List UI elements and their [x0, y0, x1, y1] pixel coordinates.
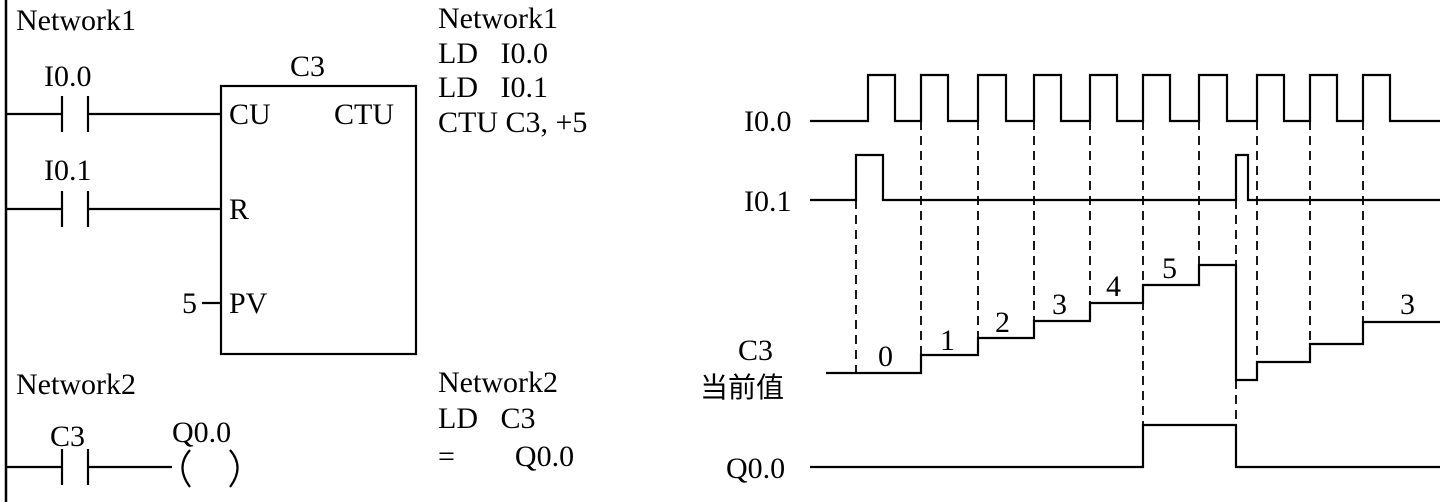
stl-line: LD I0.0	[438, 37, 548, 70]
counter-value-label: 0	[878, 340, 893, 373]
counter-value-label: 4	[1106, 270, 1121, 303]
counter-value-label: 1	[940, 324, 955, 357]
signal-i00-label: I0.0	[744, 105, 792, 138]
coil-q00-label: Q0.0	[172, 416, 231, 449]
signal-c3-label: C3	[738, 334, 773, 367]
pv-value-label: 5	[182, 287, 197, 320]
contact-i00-label: I0.0	[44, 60, 92, 93]
signal-i01-label: I0.1	[744, 185, 792, 218]
ladder-network2-title: Network2	[16, 368, 136, 401]
counter-name-label: C3	[290, 50, 325, 83]
contact-c3	[6, 449, 172, 485]
signal-q00-label: Q0.0	[726, 452, 785, 485]
coil-q00	[181, 449, 239, 488]
ladder-diagram: Network1 I0.0 I0.1 C3 CU CTU R PV 5 Netw…	[4, 0, 418, 502]
counter-value-label: 3	[1052, 288, 1067, 321]
waveform-c3-current-value	[826, 263, 1440, 382]
ctu-counter-box	[219, 84, 418, 356]
stl-line: LD C3	[438, 402, 536, 435]
contact-i01	[6, 191, 221, 227]
ladder-network1-title: Network1	[16, 4, 136, 37]
waveform-q00	[810, 423, 1440, 469]
contact-c3-label: C3	[50, 420, 85, 453]
signal-c3-current-value-label: 当前值	[700, 371, 784, 404]
contact-i01-label: I0.1	[44, 154, 92, 187]
stl-network1-title: Network1	[438, 2, 558, 35]
stl-network2-title: Network2	[438, 366, 558, 399]
waveform-i00	[810, 73, 1440, 123]
counter-type-label: CTU	[334, 98, 394, 131]
pin-r-label: R	[229, 193, 249, 226]
stl-line: LD I0.1	[438, 71, 548, 104]
stl-line: = Q0.0	[438, 440, 574, 473]
timing-alignment-guides	[855, 121, 1364, 425]
stl-listing: Network1 LD I0.0 LD I0.1 CTU C3, +5 Netw…	[438, 2, 587, 473]
stl-line: CTU C3, +5	[438, 106, 587, 139]
timing-diagram: I0.0 I0.1 C3 当前值 Q0.0 0 1 2	[700, 73, 1440, 485]
counter-value-label: 3	[1400, 288, 1415, 321]
counter-value-label: 2	[995, 306, 1010, 339]
waveform-i01	[810, 153, 1440, 202]
counter-value-label: 5	[1162, 252, 1177, 285]
pin-cu-label: CU	[229, 98, 271, 131]
pin-pv-label: PV	[229, 287, 268, 320]
contact-i00	[6, 96, 221, 132]
